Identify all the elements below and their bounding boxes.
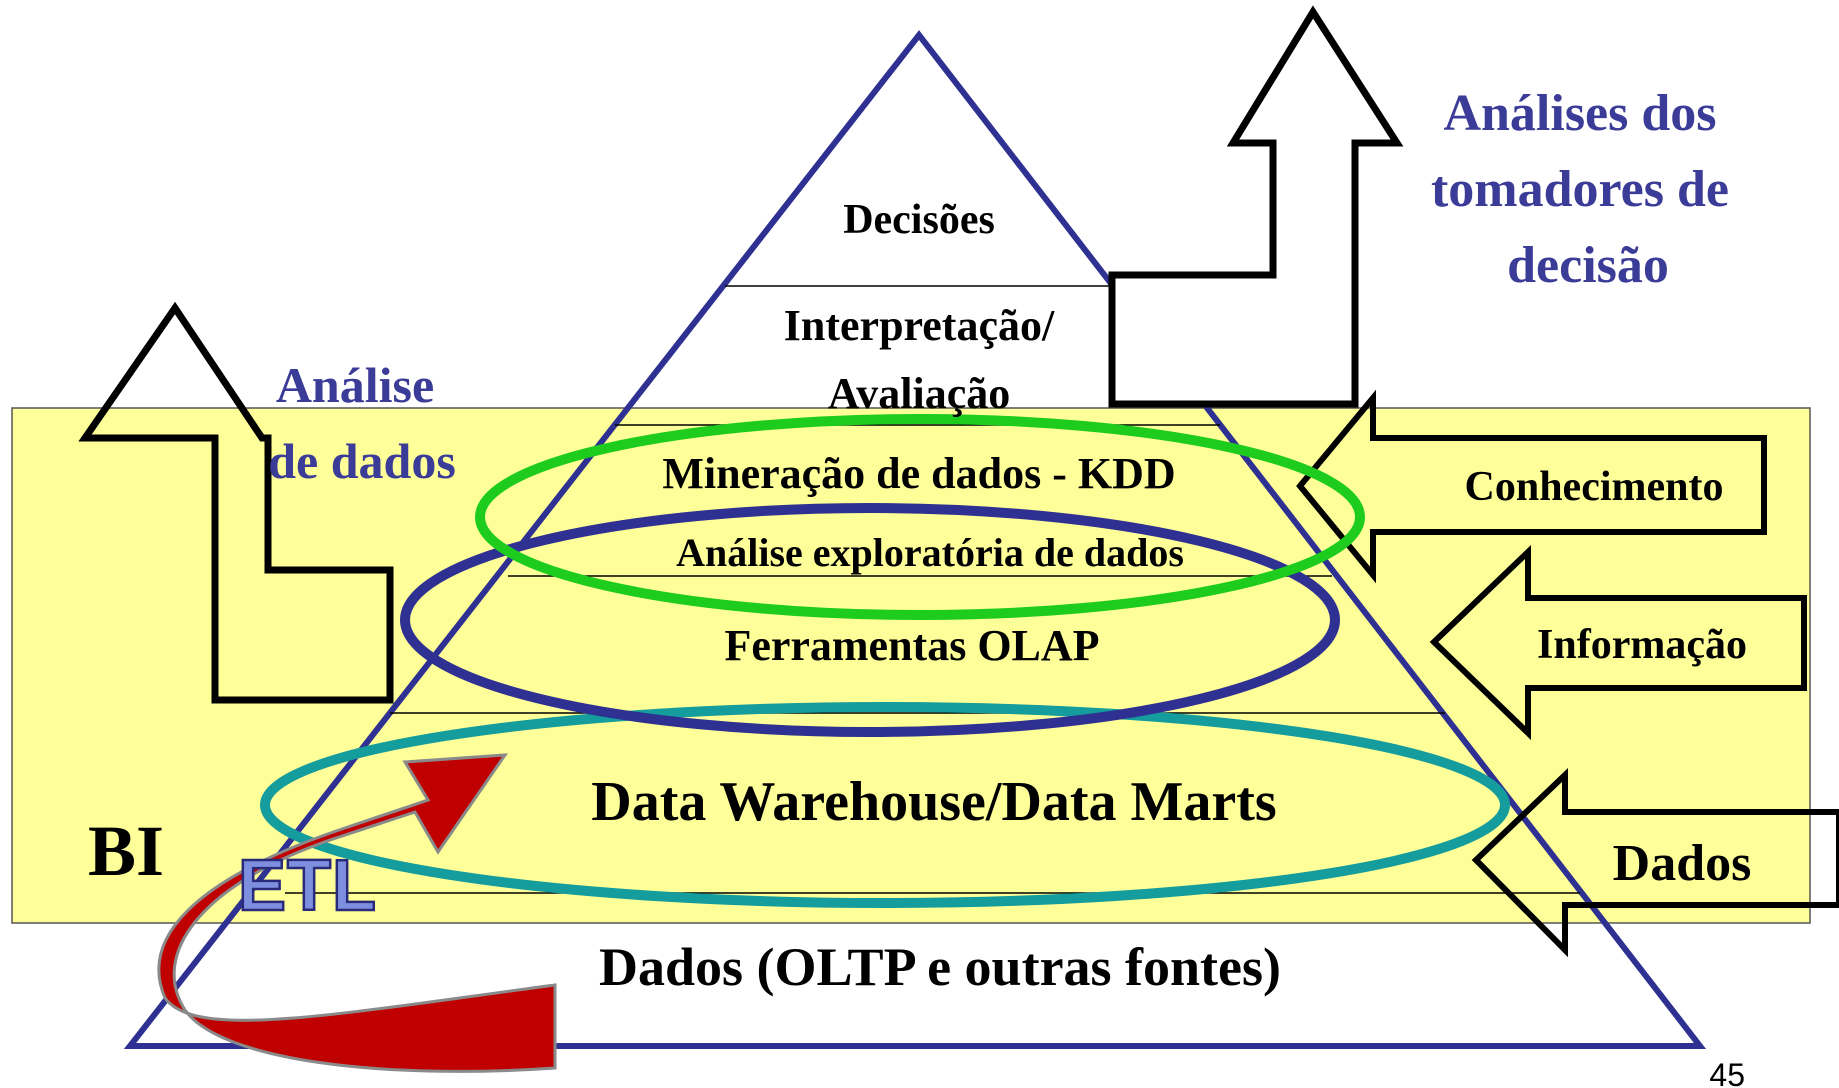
analises-tomadores-line3: decisão [1507, 237, 1669, 294]
level-interpretacao: Interpretação/ [784, 301, 1055, 350]
de-dados-label: de dados [268, 433, 456, 489]
left-arrow-icon [1429, 544, 1807, 741]
level-data-warehouse: Data Warehouse/Data Marts [591, 771, 1276, 833]
up-arrow-icon [1108, 5, 1404, 408]
analises-tomadores-line1: Análises dos [1443, 85, 1716, 142]
left-arrow-icon [1471, 767, 1839, 958]
pyramid-level-dividers [285, 285, 1580, 894]
conhecimento-label: Conhecimento [1465, 464, 1724, 510]
level-ferramentas-olap: Ferramentas OLAP [724, 621, 1099, 670]
analises-tomadores-line2: tomadores de [1431, 161, 1729, 218]
up-arrow-icon [78, 301, 394, 704]
analise-label: Análise [276, 357, 434, 413]
knowledge-ring [475, 414, 1365, 620]
etl-label: ETL [238, 846, 377, 926]
bi-label: BI [88, 811, 164, 891]
dados-label: Dados [1613, 835, 1752, 892]
level-decisoes: Decisões [843, 197, 995, 243]
level-mineracao: Mineração de dados - KDD [662, 449, 1175, 498]
level-avaliacao: Avaliação [828, 369, 1011, 418]
data-warehouse-ring [260, 702, 1510, 908]
level-dados-oltp: Dados (OLTP e outras fontes) [599, 937, 1281, 997]
curved-arrow-icon [157, 753, 557, 1073]
level-analise-exploratoria: Análise exploratória de dados [676, 530, 1184, 575]
left-arrow-icon [1296, 389, 1767, 584]
information-ring [400, 503, 1340, 737]
page-number: 45 [1709, 1057, 1745, 1088]
informacao-label: Informação [1537, 622, 1747, 668]
